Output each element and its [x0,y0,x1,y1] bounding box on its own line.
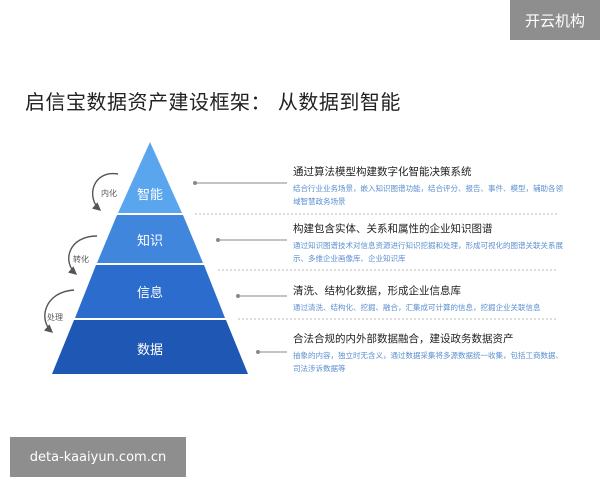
layer-label-information: 信息 [136,286,163,301]
desc-title: 通过算法模型构建数字化智能决策系统 [293,166,472,178]
layer-label-wisdom: 智能 [136,188,163,203]
desc-body: 通过清洗、结构化、挖掘、融合，汇集成可计算的信息，挖掘企业关联信息 [293,303,541,312]
process-label-process: 处理 [47,313,63,322]
desc-body: 结合行业业务场景，嵌入知识图谱功能，结合评分、报告、事件、模型，辅助各领域智慧政… [293,184,563,206]
pyramid-layer-2 [97,215,203,263]
desc-title: 合法合规的内外部数据融合，建设政务数据资产 [293,333,514,345]
desc-body: 抽象的内容，独立时无含义，通过数据采集将多源数据统一收集，包括工商数据、司法涉诉… [293,351,563,373]
process-label-transform: 转化 [73,255,89,264]
desc-title: 构建包含实体、关系和属性的企业知识图谱 [293,223,493,235]
desc-wisdom: 通过算法模型构建数字化智能决策系统 结合行业业务场景，嵌入知识图谱功能，结合评分… [293,165,563,208]
process-arrow-2 [67,235,98,275]
pyramid-layer-3 [75,265,225,318]
desc-information: 清洗、结构化数据，形成企业信息库 通过清洗、结构化、挖掘、融合，汇集成可计算的信… [293,284,563,314]
footer-watermark: deta-kaaiyun.com.cn [10,437,186,477]
process-arrow-3 [43,289,75,333]
layer-label-knowledge: 知识 [136,234,163,249]
desc-data: 合法合规的内外部数据融合，建设政务数据资产 抽象的内容，独立时无含义，通过数据采… [293,332,563,375]
process-label-internalize: 内化 [101,189,117,198]
desc-knowledge: 构建包含实体、关系和属性的企业知识图谱 通过知识图谱技术对信息资源进行知识挖掘和… [293,222,563,265]
pyramid-layer-top [118,142,182,213]
layer-label-data: 数据 [136,343,163,358]
process-arrow-1 [91,173,119,211]
desc-title: 清洗、结构化数据，形成企业信息库 [293,285,461,297]
pyramid-layer-bottom [52,320,248,374]
page-title: 启信宝数据资产建设框架： 从数据到智能 [25,90,401,114]
desc-body: 通过知识图谱技术对信息资源进行知识挖掘和处理，形成可视化的图谱关联关系展示、多维… [293,241,563,263]
brand-badge: 开云机构 [510,0,600,40]
